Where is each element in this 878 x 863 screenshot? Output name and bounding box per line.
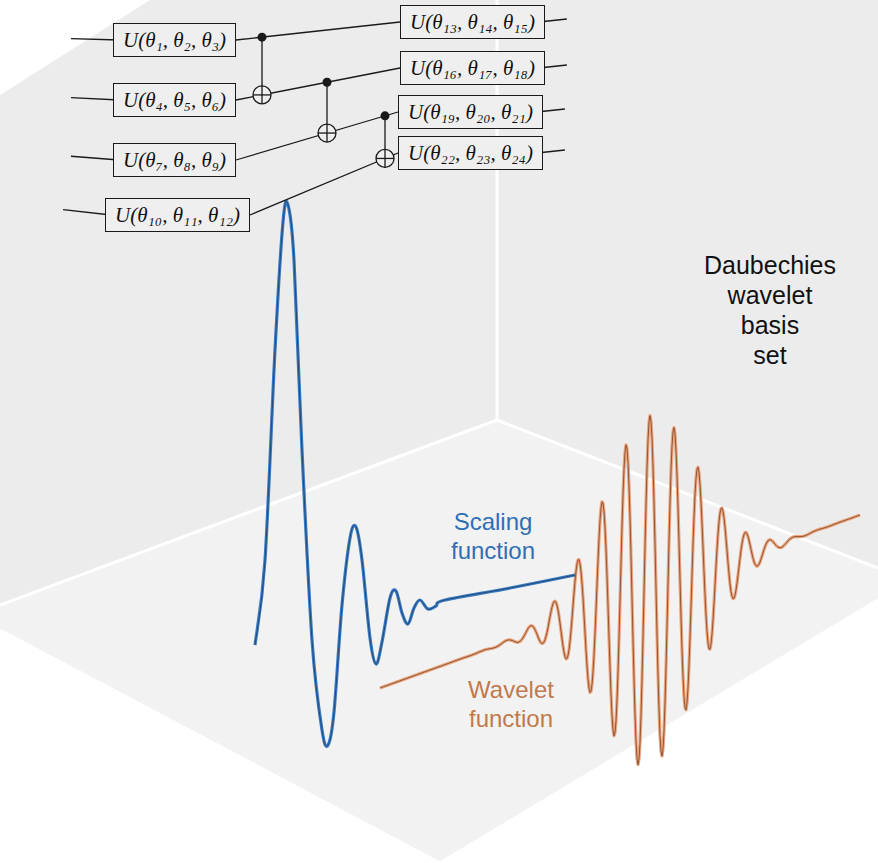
cnot-target-bar [326,124,327,142]
qubit-wire [250,153,398,215]
cnot-target [253,86,271,104]
unitary-gate: U(θ₁₃, θ₁₄, θ₁₅) [400,5,545,39]
wavelet-curve-core [380,416,860,765]
qubit-lead [63,210,111,215]
cnot-link [261,37,262,104]
qubit-lead [71,98,119,100]
wavelet-curve [380,416,860,765]
gate-label: U(θ₇, θ₈, θ₉) [123,148,226,172]
unitary-gate: U(θ₁₀, θ₁₁, θ₁₂) [105,198,250,232]
basis-set-title: Daubechies wavelet basis set [700,250,840,370]
gate-label: U(θ₁₀, θ₁₁, θ₁₂) [115,203,240,227]
unitary-gate: U(θ₁₆, θ₁₇, θ₁₈) [400,51,545,85]
gate-label: U(θ₁, θ₂, θ₃) [123,28,226,52]
unitary-gate: U(θ₂₂, θ₂₃, θ₂₄) [398,136,543,170]
cnot-target [318,124,336,142]
cube-edge [0,630,440,863]
gate-label: U(θ₂₂, θ₂₃, θ₂₄) [408,141,533,165]
cnot-control [258,33,267,42]
cnot-target-bar [261,86,262,104]
gate-label: U(θ₁₆, θ₁₇, θ₁₈) [410,56,535,80]
gate-label: U(θ₄, θ₅, θ₆) [123,88,226,112]
edge-layer [236,22,400,215]
unitary-gate: U(θ₁, θ₂, θ₃) [113,23,236,57]
scaling-curve-core [255,201,575,746]
gate-label: U(θ₁₉, θ₂₀, θ₂₁) [408,100,533,124]
qubit-wire [236,68,400,100]
cnot-target-bar [384,149,385,167]
gate-label: U(θ₁₃, θ₁₄, θ₁₅) [410,10,535,34]
scaling-label: Scaling function [432,508,554,566]
cube-edge [0,420,497,605]
qubit-lead [71,156,119,160]
cnot-control [381,111,390,120]
cnot-link [384,116,385,168]
cnot-target [376,149,394,167]
wavelet-label: Wavelet function [450,676,572,734]
cnot-link [326,82,327,142]
qubit-wire [236,112,398,160]
unitary-gate: U(θ₇, θ₈, θ₉) [113,143,236,177]
cnot-control [323,78,332,87]
unitary-gate: U(θ₄, θ₅, θ₆) [113,83,236,117]
cnot-gates [253,33,394,168]
cube-floor [0,420,878,863]
qubit-lead [71,39,119,40]
cube-edge [497,420,878,568]
qubit-leads [63,19,567,215]
unitary-gate: U(θ₁₉, θ₂₀, θ₂₁) [398,95,543,129]
scaling-curve [255,201,575,746]
